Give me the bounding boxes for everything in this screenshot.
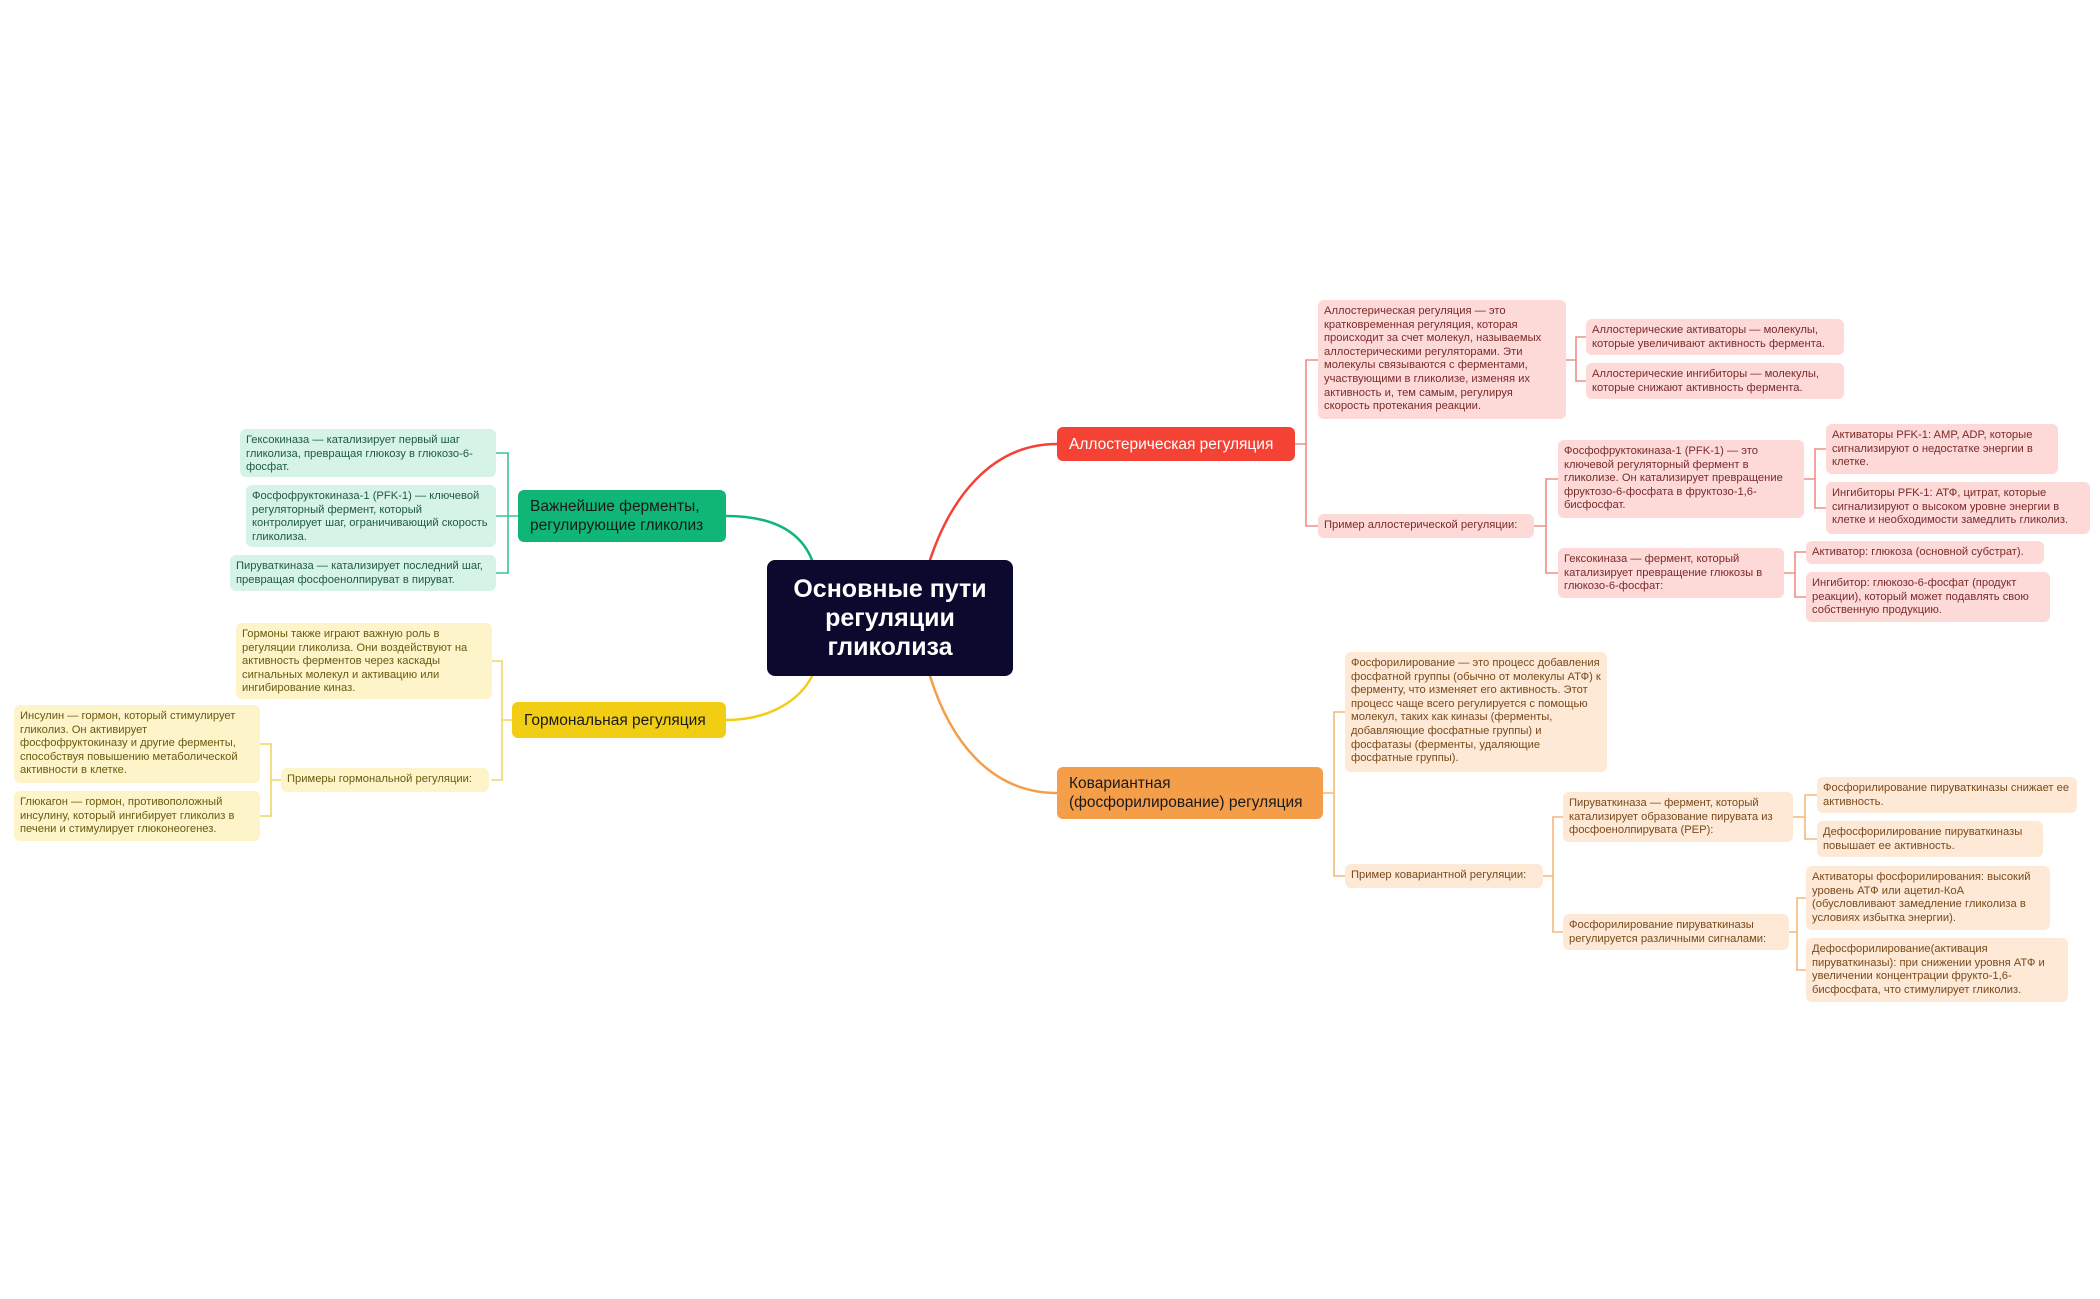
central-title: Основные пути регуляции гликолиза [793,574,987,661]
branch-covariant-title: Ковариантная (фосфорилирование) регуляци… [1069,775,1303,811]
allosteric-activators[interactable]: Аллостерические активаторы — молекулы, к… [1586,319,1844,355]
connector-covariant [928,674,1059,795]
allosteric-pfk-inhibitors[interactable]: Ингибиторы PFK-1: АТФ, цитрат, которые с… [1826,482,2090,534]
allosteric-hk-activator[interactable]: Активатор: глюкоза (основной субстрат). [1806,541,2044,564]
allosteric-example-label[interactable]: Пример аллостерической регуляции: [1318,514,1534,538]
connector-enzymes [724,514,814,562]
covariant-dephos-increase[interactable]: Дефосфорилирование пируваткиназы повышае… [1817,821,2043,857]
enzymes-pfk[interactable]: Фосфофруктокиназа-1 (PFK-1) — ключевой р… [246,485,496,547]
branch-hormonal[interactable]: Гормональная регуляция [512,702,726,738]
allosteric-hexokinase[interactable]: Гексокиназа — фермент, который катализир… [1558,548,1784,598]
allosteric-pfk-activators[interactable]: Активаторы PFK-1: AMP, ADP, которые сигн… [1826,424,2058,474]
connector-allosteric [928,442,1059,562]
covariant-phos-decrease[interactable]: Фосфорилирование пируваткиназы снижает е… [1817,777,2077,813]
branch-allosteric-title: Аллостерическая регуляция [1069,435,1274,453]
allosteric-pfk[interactable]: Фосфофруктокиназа-1 (PFK-1) — это ключев… [1558,440,1804,518]
covariant-dephos-activation[interactable]: Дефосфорилирование(активация пируваткина… [1806,938,2068,1002]
enzymes-pyruvate-kinase[interactable]: Пируваткиназа — катализирует последний ш… [230,555,496,591]
hormonal-insulin[interactable]: Инсулин — гормон, который стимулирует гл… [14,705,260,783]
covariant-pyruvate-kinase[interactable]: Пируваткиназа — фермент, который катализ… [1563,792,1793,842]
allosteric-hk-inhibitor[interactable]: Ингибитор: глюкозо-6-фосфат (продукт реа… [1806,572,2050,622]
branch-enzymes-title: Важнейшие ферменты, регулирующие гликоли… [530,498,704,534]
covariant-signals[interactable]: Фосфорилирование пируваткиназы регулируе… [1563,914,1789,950]
allosteric-definition[interactable]: Аллостерическая регуляция — это кратковр… [1318,300,1566,419]
covariant-phos-activators[interactable]: Активаторы фосфорилирования: высокий уро… [1806,866,2050,930]
hormonal-example-label[interactable]: Примеры гормональной регуляции: [281,768,489,792]
hormonal-definition[interactable]: Гормоны также играют важную роль в регул… [236,623,492,699]
branch-allosteric[interactable]: Аллостерическая регуляция [1057,427,1295,461]
connector-hormonal [724,674,814,722]
branch-covariant[interactable]: Ковариантная (фосфорилирование) регуляци… [1057,767,1323,819]
covariant-example-label[interactable]: Пример ковариантной регуляции: [1345,864,1543,888]
branch-enzymes[interactable]: Важнейшие ферменты, регулирующие гликоли… [518,490,726,542]
hormonal-glucagon[interactable]: Глюкагон — гормон, противоположный инсул… [14,791,260,841]
enzymes-hexokinase[interactable]: Гексокиназа — катализирует первый шаг гл… [240,429,496,477]
branch-hormonal-title: Гормональная регуляция [524,711,706,729]
allosteric-inhibitors[interactable]: Аллостерические ингибиторы — молекулы, к… [1586,363,1844,399]
covariant-definition[interactable]: Фосфорилирование — это процесс добавлени… [1345,652,1607,772]
central-topic[interactable]: Основные пути регуляции гликолиза [767,560,1013,676]
